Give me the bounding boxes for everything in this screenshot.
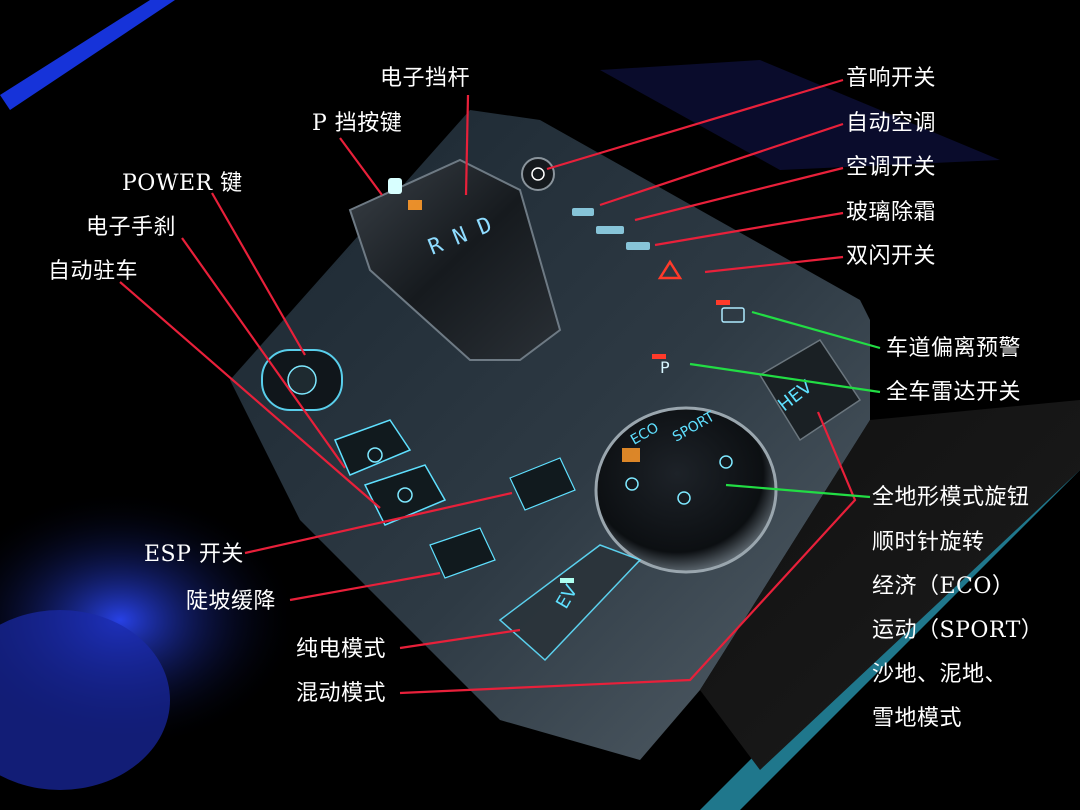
- label-hybrid-mode: 混动模式: [296, 681, 387, 706]
- leader-radar: [689, 362, 881, 394]
- label-esp-switch: ESP 开关: [144, 542, 244, 567]
- label-hill-descent: 陡坡缓降: [186, 589, 277, 614]
- radar-button[interactable]: P: [660, 358, 670, 377]
- label-hazard: 双闪开关: [846, 244, 937, 269]
- label-audio-switch: 音响开关: [846, 66, 937, 91]
- label-auto-hold: 自动驻车: [48, 259, 139, 284]
- ac-switch-button[interactable]: [596, 226, 624, 234]
- label-terrain-desc-5: 雪地模式: [872, 706, 963, 731]
- hev-button[interactable]: [758, 338, 862, 442]
- leader-audio-switch: [546, 78, 844, 171]
- auto-ac-button[interactable]: [572, 208, 594, 216]
- auto-hold-button[interactable]: [363, 464, 447, 526]
- leader-ev-mode: [399, 628, 521, 650]
- leader-ac-switch: [634, 166, 844, 222]
- leader-defrost: [654, 211, 844, 247]
- lane-departure-button[interactable]: [721, 307, 745, 323]
- p-button-light[interactable]: [388, 178, 402, 194]
- label-terrain-desc-1: 顺时针旋转: [872, 530, 985, 555]
- label-terrain-desc-3: 运动（SPORT）: [872, 618, 1044, 643]
- leader-electronic-handbrake: [181, 237, 346, 469]
- leader-esp: [244, 491, 513, 555]
- label-p-button: P 挡按键: [312, 111, 403, 136]
- label-terrain-knob: 全地形模式旋钮: [872, 485, 1030, 510]
- hill-descent-button[interactable]: [429, 527, 496, 579]
- label-electronic-handbrake: 电子手刹: [86, 215, 177, 240]
- label-lane-departure: 车道偏离预警: [886, 336, 1022, 361]
- ev-button[interactable]: [498, 544, 642, 662]
- leader-auto-ac: [599, 122, 844, 207]
- leader-hybrid-mode: [399, 411, 857, 695]
- label-ev-mode: 纯电模式: [296, 637, 387, 662]
- defrost-button[interactable]: [626, 242, 650, 250]
- leader-hill-descent: [289, 571, 441, 602]
- leader-electronic-shifter: [464, 94, 470, 196]
- leader-lane-departure: [751, 310, 881, 350]
- esp-button[interactable]: [509, 457, 576, 511]
- leader-power-key: [211, 192, 306, 356]
- audio-power-knob[interactable]: [521, 157, 555, 191]
- label-electronic-shifter: 电子挡杆: [380, 66, 471, 91]
- label-terrain-desc-2: 经济（ECO）: [872, 574, 1015, 599]
- leader-p-button: [339, 137, 383, 196]
- electronic-handbrake-button[interactable]: [333, 419, 412, 476]
- label-ac-switch: 空调开关: [846, 155, 937, 180]
- leader-terrain-knob: [725, 483, 871, 499]
- label-terrain-desc-4: 沙地、泥地、: [872, 662, 1008, 687]
- label-radar-switch: 全车雷达开关: [886, 380, 1022, 405]
- leader-auto-hold: [119, 281, 381, 509]
- electronic-shifter[interactable]: [348, 158, 562, 361]
- label-defrost: 玻璃除霜: [846, 200, 937, 225]
- hazard-button[interactable]: [657, 259, 683, 280]
- ambient-light-strip-top: [0, 0, 175, 110]
- label-power-key: POWER 键: [122, 171, 243, 196]
- label-auto-ac: 自动空调: [846, 111, 937, 136]
- leader-hazard: [704, 255, 844, 274]
